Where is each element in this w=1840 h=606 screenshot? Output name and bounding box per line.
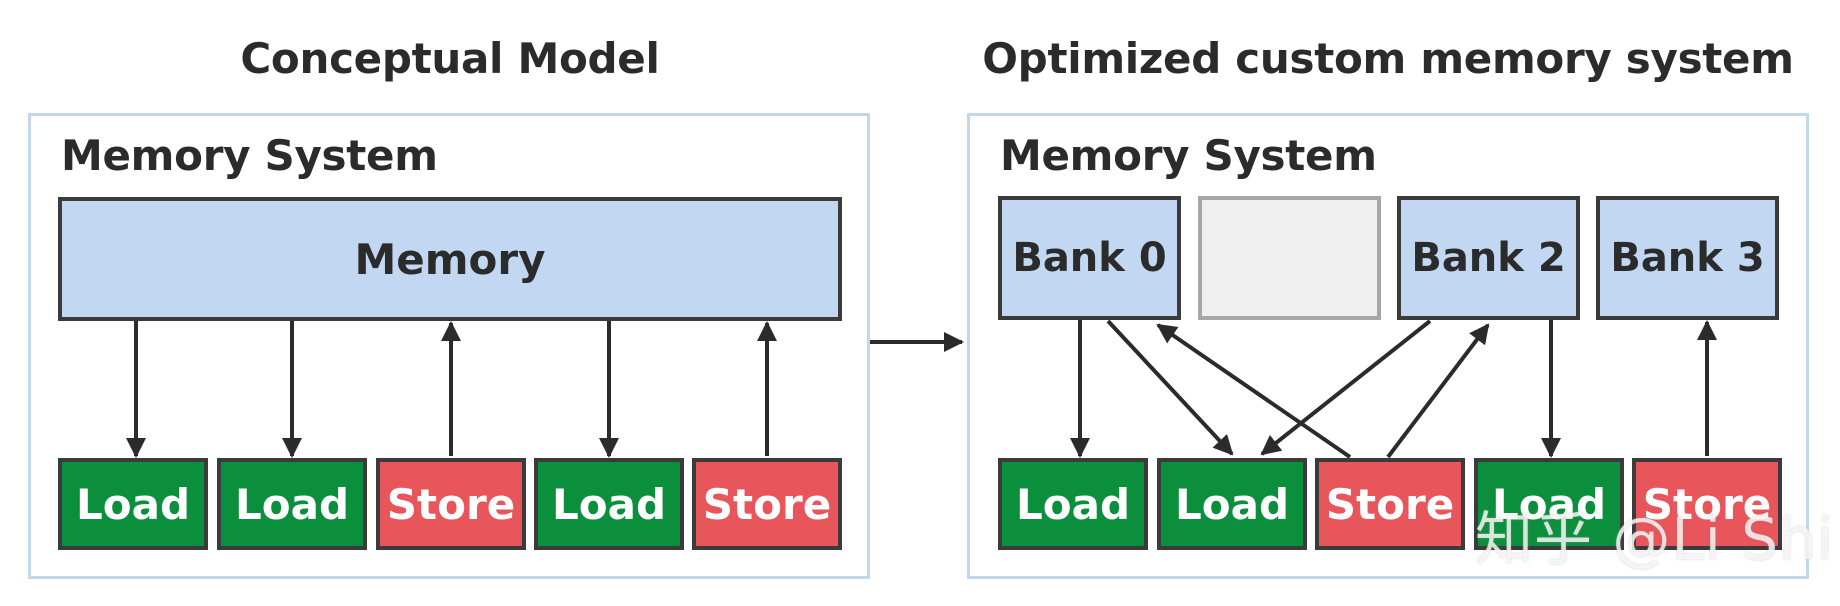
op-label: Load	[234, 479, 350, 529]
right-load-3: Load	[1474, 458, 1624, 550]
bank-1-empty	[1198, 196, 1381, 320]
op-label: Store	[702, 479, 832, 529]
left-store-1: Store	[376, 458, 526, 550]
right-store-2: Store	[1632, 458, 1782, 550]
op-label: Store	[386, 479, 516, 529]
memory-block: Memory	[58, 197, 842, 321]
left-load-3: Load	[534, 458, 684, 550]
bank-label: Bank 0	[1012, 235, 1167, 281]
op-label: Load	[551, 479, 667, 529]
watermark: 知乎 @Li Shi	[1475, 505, 1834, 573]
bank-2: Bank 2	[1397, 196, 1580, 320]
bank-label: Bank 3	[1610, 235, 1765, 281]
op-label: Load	[75, 479, 191, 529]
bank-0: Bank 0	[998, 196, 1181, 320]
op-label: Store	[1642, 479, 1772, 529]
panel-label: Memory System	[1000, 131, 1377, 180]
right-load-2: Load	[1157, 458, 1307, 550]
bank-3: Bank 3	[1596, 196, 1779, 320]
left-load-2: Load	[217, 458, 367, 550]
bank-label: Bank 2	[1411, 235, 1566, 281]
left-store-2: Store	[692, 458, 842, 550]
right-load-1: Load	[998, 458, 1148, 550]
right-store-1: Store	[1315, 458, 1465, 550]
left-diagram-title: Conceptual Model	[240, 34, 660, 83]
panel-label: Memory System	[61, 131, 438, 180]
op-label: Store	[1325, 479, 1455, 529]
op-label: Load	[1174, 479, 1290, 529]
left-load-1: Load	[58, 458, 208, 550]
memory-label: Memory	[354, 234, 546, 284]
right-diagram-title: Optimized custom memory system	[982, 34, 1794, 83]
op-label: Load	[1015, 479, 1131, 529]
op-label: Load	[1491, 479, 1607, 529]
